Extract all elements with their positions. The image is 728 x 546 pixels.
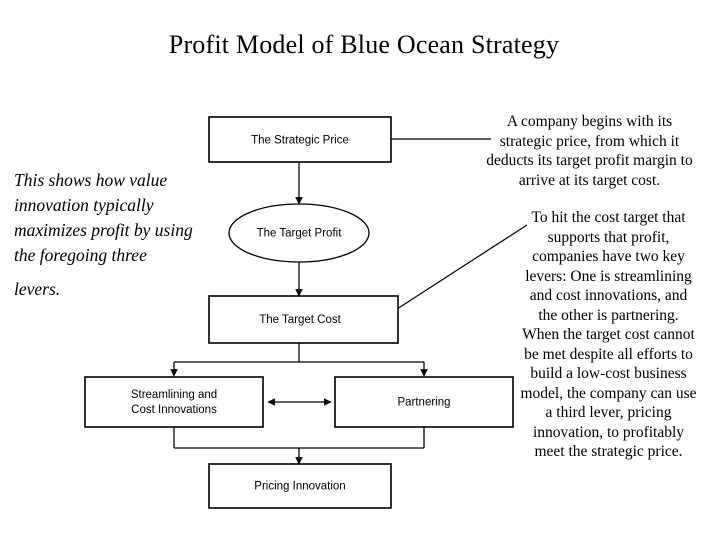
node-label-streamlining-line2: Cost Innovations <box>131 404 217 416</box>
note-right-main: To hit the cost target that supports tha… <box>520 209 697 460</box>
node-label-partnering: Partnering <box>397 397 450 409</box>
note-right-top: A company begins with its strategic pric… <box>486 113 693 189</box>
note-left: This shows how value innovation typicall… <box>14 168 200 302</box>
node-target-profit[interactable]: The Target Profit <box>228 203 370 263</box>
node-pricing-innovation[interactable]: Pricing Innovation <box>208 463 392 509</box>
node-streamlining-cost-innovations[interactable]: Streamlining and Cost Innovations <box>84 376 264 428</box>
page-title: Profit Model of Blue Ocean Strategy <box>168 30 560 59</box>
edge-target-cost-bus <box>174 343 424 363</box>
node-label-target-profit: The Target Profit <box>257 228 343 240</box>
node-label-target-cost: The Target Cost <box>259 314 341 326</box>
node-label-pricing-innovation: Pricing Innovation <box>254 481 345 493</box>
node-label-strategic-price: The Strategic Price <box>251 135 349 147</box>
note-left-body: This shows how value innovation typicall… <box>14 170 193 265</box>
note-left-last-word: levers. <box>14 279 61 299</box>
edge-merge-bus <box>173 427 425 449</box>
leader-line-target-cost <box>396 224 528 310</box>
node-strategic-price[interactable]: The Strategic Price <box>208 116 392 163</box>
node-label-streamlining-line1: Streamlining and <box>131 389 217 401</box>
node-target-cost[interactable]: The Target Cost <box>208 295 399 344</box>
node-partnering[interactable]: Partnering <box>334 376 514 428</box>
